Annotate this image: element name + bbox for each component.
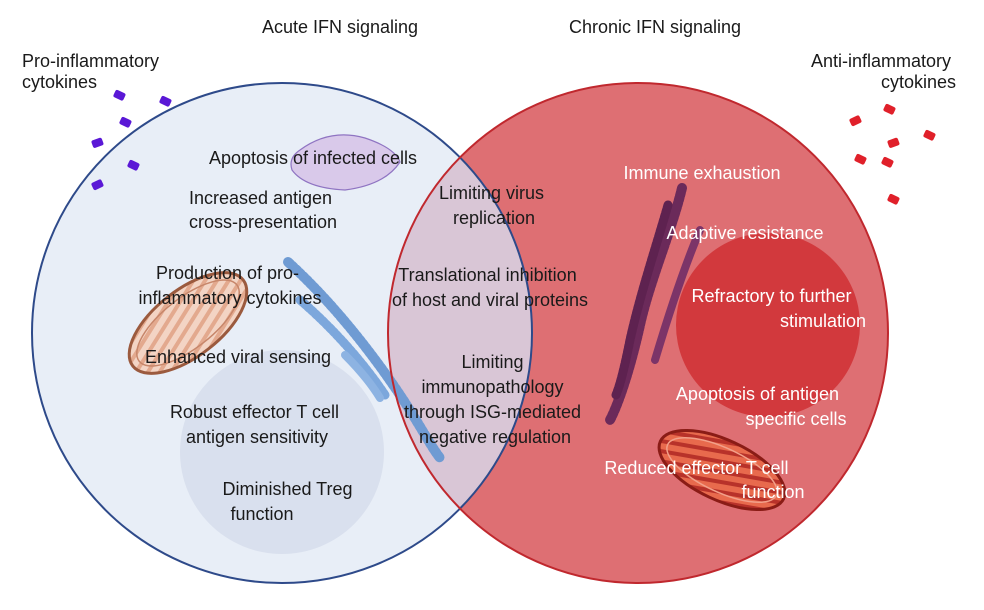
anti-inflammatory-cytokines <box>849 103 936 205</box>
acute-antigen-label: Increased antigen cross-presentation <box>189 188 337 232</box>
acute-circle <box>32 83 532 583</box>
chronic-exhaustion-label: Immune exhaustion <box>623 163 780 183</box>
chronic-apoptosis-label: Apoptosis of antigen specific cells <box>676 384 847 429</box>
pro-inflammatory-label: Pro-inflammatory cytokines <box>22 51 164 92</box>
anti-inflammatory-label: Anti-inflammatory cytokines <box>811 51 956 92</box>
chronic-refractory-label: Refractory to further stimulation <box>691 286 866 331</box>
refractory-disc <box>676 233 860 417</box>
shared-virus-label: Limiting virus replication <box>439 183 549 228</box>
chronic-reduced-label: Reduced effector T cell function <box>604 458 804 502</box>
acute-effector-label: Robust effector T cell antigen sensitivi… <box>170 402 344 447</box>
acute-sensing-label: Enhanced viral sensing <box>145 347 331 367</box>
chronic-circle-outline <box>387 82 889 584</box>
infected-cell-shape <box>290 134 401 191</box>
t-cell-disc <box>180 350 384 554</box>
chronic-title: Chronic IFN signaling <box>569 17 741 37</box>
acute-title: Acute IFN signaling <box>262 17 418 37</box>
shared-immuno-label: Limiting immunopathology through ISG-med… <box>404 352 586 447</box>
shared-translation-label: Translational inhibition of host and vir… <box>392 265 588 310</box>
acute-cytokines-label: Production of pro- inflammatory cytokine… <box>138 263 321 308</box>
ifn-receptor-strands-acute <box>283 257 445 463</box>
pro-inflammatory-cytokines <box>91 89 172 191</box>
mitochondrion-right <box>657 428 787 512</box>
chronic-resistance-label: Adaptive resistance <box>666 223 823 243</box>
acute-apoptosis-label: Apoptosis of infected cells <box>209 148 417 168</box>
mitochondrion-left <box>127 271 249 375</box>
ifn-receptor-strands-chronic <box>605 183 704 425</box>
acute-circle-outline <box>31 82 533 584</box>
acute-treg-label: Diminished Treg function <box>222 479 357 524</box>
